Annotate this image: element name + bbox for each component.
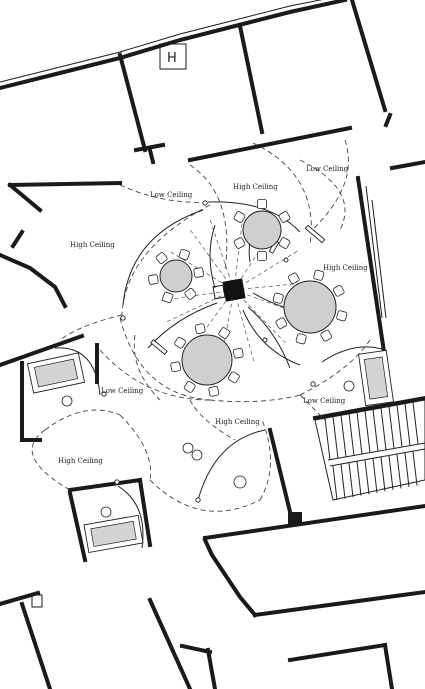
stair-tread [372,409,379,452]
zone-label-high-ceiling-north: High Ceiling [233,183,278,191]
stair-tread [348,413,355,456]
office-southwest [83,479,144,553]
table-south [170,323,244,397]
chair [183,381,196,393]
chair [275,317,288,330]
hub-ray [189,229,235,291]
stair-tread [364,460,370,495]
staircase [312,395,425,501]
chair [287,272,300,285]
zone-label-low-ceiling-north: Low Ceiling [150,191,193,199]
zone-labels: High Ceiling Low Ceiling High Ceiling Lo… [58,165,368,465]
zone-label-low-ceiling-northeast: Low Ceiling [306,165,349,173]
chair [336,310,348,322]
chair [272,292,284,304]
zone-label-high-ceiling-south: High Ceiling [215,418,260,426]
stair-tread [396,454,402,489]
chair [257,199,267,209]
zone-label-high-ceiling-southwest: High Ceiling [58,457,103,465]
office-east [310,346,394,407]
chair [332,284,345,297]
chair [257,251,267,261]
hub-ray [233,215,244,291]
hub-ray [233,289,305,317]
stair-tread [380,407,387,450]
stair-tread [412,402,419,445]
round-table [159,259,193,293]
stair-tread [356,461,362,496]
elevator-box [159,43,187,70]
table-north [233,199,291,261]
hub-ray [233,250,299,291]
hub-ray [166,289,235,323]
table-east [272,269,348,345]
chair [278,211,291,223]
chair [320,329,333,342]
hub-ray [233,289,255,363]
stair-tread [348,463,354,498]
hub-ray [209,218,235,291]
central-column [222,278,246,302]
chair [155,252,168,265]
stair-tread [340,415,347,458]
office-west [26,347,107,407]
round-table [242,210,282,250]
stair-tread [332,416,339,459]
stair-tread [364,410,371,453]
chair [313,269,325,281]
stair-tread [332,465,338,501]
chair [148,274,159,285]
zone-label-high-ceiling-east: High Ceiling [323,264,368,272]
chair [194,323,206,335]
chair [233,237,246,249]
chair [208,385,220,397]
south-workstation [182,429,266,503]
chair [218,327,231,339]
stair-tread [324,417,331,461]
round-table [283,280,337,334]
chair [233,211,246,223]
hub-ray [189,289,235,351]
hub-ray [233,282,309,291]
hub-ray [159,289,235,301]
chair [184,287,197,300]
central-radial-hub [120,200,331,369]
hub-ray [233,226,275,291]
chair [170,361,182,373]
hub-ray [220,289,235,364]
stair-tread [356,412,363,455]
conference-tables [148,199,348,397]
stair-tread [372,458,378,493]
chair [228,371,240,384]
stair-tread [340,464,346,499]
stair-tread [412,451,418,486]
zone-label-low-ceiling-southwest: Low Ceiling [101,387,144,395]
stair-tread [404,403,411,446]
chair [162,291,174,304]
column-block [288,512,302,524]
elevator-symbol: H [167,51,177,66]
north-walls: H [0,0,425,213]
hub-ray [233,289,287,345]
south-walls [0,427,425,689]
chair [193,267,204,278]
stair-tread [388,406,395,449]
round-table [181,334,233,386]
zone-label-low-ceiling-southeast: Low Ceiling [303,397,346,405]
stair-tread [388,455,394,490]
chair [278,237,291,249]
zone-label-high-ceiling-west: High Ceiling [70,241,115,249]
chair [232,347,244,359]
chair [178,248,190,261]
table-west [148,248,204,304]
chair [295,333,307,345]
stair-tread [380,457,386,492]
stair-tread [396,404,403,447]
chair [174,336,186,349]
stair-tread [404,452,410,487]
